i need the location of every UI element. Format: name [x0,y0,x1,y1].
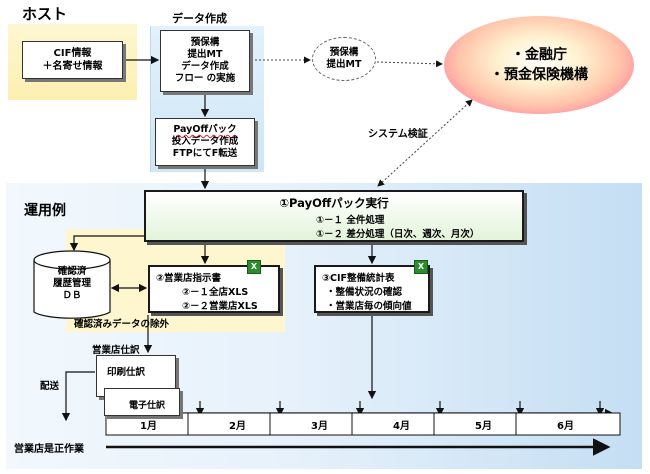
cif-line1: CIF情報 [53,48,92,59]
db-line1: 確認済 [57,266,87,277]
submission-mt-bubble: 預保構 提出MT [312,37,376,81]
instruction-title: ②営業店指示書 [156,273,222,284]
flow-line2: 提出MT [187,49,223,60]
payoff-input-line1: PayOffパック [173,124,237,135]
mt-line1: 預保構 [329,47,359,58]
database-cylinder [33,250,111,319]
instruction-all-xls: ②－１全店XLS [182,287,249,298]
db-line3: ＤＢ [62,290,82,301]
host-label: ホスト [22,5,68,23]
cif-info-box: CIF情報 ＋名寄せ情報 [22,41,123,79]
branch-instruction-box: ②営業店指示書 ②－１全店XLS ②－２営業店XLS X [148,260,280,313]
branch-correction-label: 営業店是正作業 [14,444,84,455]
history-db-label: 確認済 履歴管理 ＤＢ [32,266,112,302]
payoff-input-line3: FTPにてF転送 [172,148,238,159]
electronic-journal-doc: 電子仕訳 [104,388,180,416]
month-label: 5月 [475,421,492,432]
flow-line4: フロー の実施 [174,73,236,84]
payoff-input-box: PayOffパック 投入データ作成 FTPにてF転送 [155,118,255,166]
payoff-diff-process: ①－２ 差分処理（日次、週次、月次） [316,229,480,240]
arrow-system-check [377,99,473,187]
payoff-input-line2: 投入データ作成 [171,136,239,147]
month-bar [105,412,621,436]
flow-line3: データ作成 [181,61,229,72]
delivery-label: 配送 [40,381,60,392]
month-label: 3月 [311,421,328,432]
db-line2: 履歴管理 [52,278,91,289]
statistics-status-check: ・整備状況の確認 [326,287,403,298]
statistics-title: ③CIF整備統計表 [322,273,395,284]
operation-example-label: 運用例 [24,203,66,219]
flow-line1: 預保構 [190,37,220,48]
payoff-title: ①PayOffパック実行 [279,196,389,210]
regulator-ellipse: ・金融庁 ・預金保険機構 [444,16,634,114]
regulator-dic: ・預金保険機構 [490,67,588,83]
data-creation-flow-box: 預保構 提出MT データ作成 フロー の実施 [160,30,250,92]
arrow-mt-to-regulator [376,60,443,68]
cif-statistics-box: ③CIF整備統計表 ・整備状況の確認 ・営業店毎の傾向値 X [314,260,430,313]
instruction-branch-xls: ②－２営業店XLS [182,301,258,312]
cif-line2: ＋名寄せ情報 [42,61,103,72]
regulator-fsa: ・金融庁 [511,47,567,63]
month-label: 2月 [229,421,246,432]
printed-journal-label: 印刷仕訳 [107,367,146,378]
exclusion-label: 確認済みデータの除外 [74,319,170,330]
arrow-delivery [61,371,95,422]
excel-icon: X [414,260,428,274]
payoff-full-process: ①－１ 全件処理 [316,215,385,226]
electronic-journal-label: 電子仕訳 [129,401,166,411]
branch-journal-label: 営業店仕訳 [92,345,140,356]
month-label: 6月 [557,421,574,432]
arrow-execution-db [69,235,144,252]
payoff-execution-box: ①PayOffパック実行 ①－１ 全件処理 ①－２ 差分処理（日次、週次、月次） [144,190,524,242]
excel-icon: X [247,260,261,274]
data-creation-label: データ作成 [172,12,227,25]
month-label: 1月 [140,421,157,432]
statistics-branch-trend: ・営業店毎の傾向値 [326,301,412,312]
month-label: 4月 [393,421,410,432]
mt-line2: 提出MT [326,59,362,70]
